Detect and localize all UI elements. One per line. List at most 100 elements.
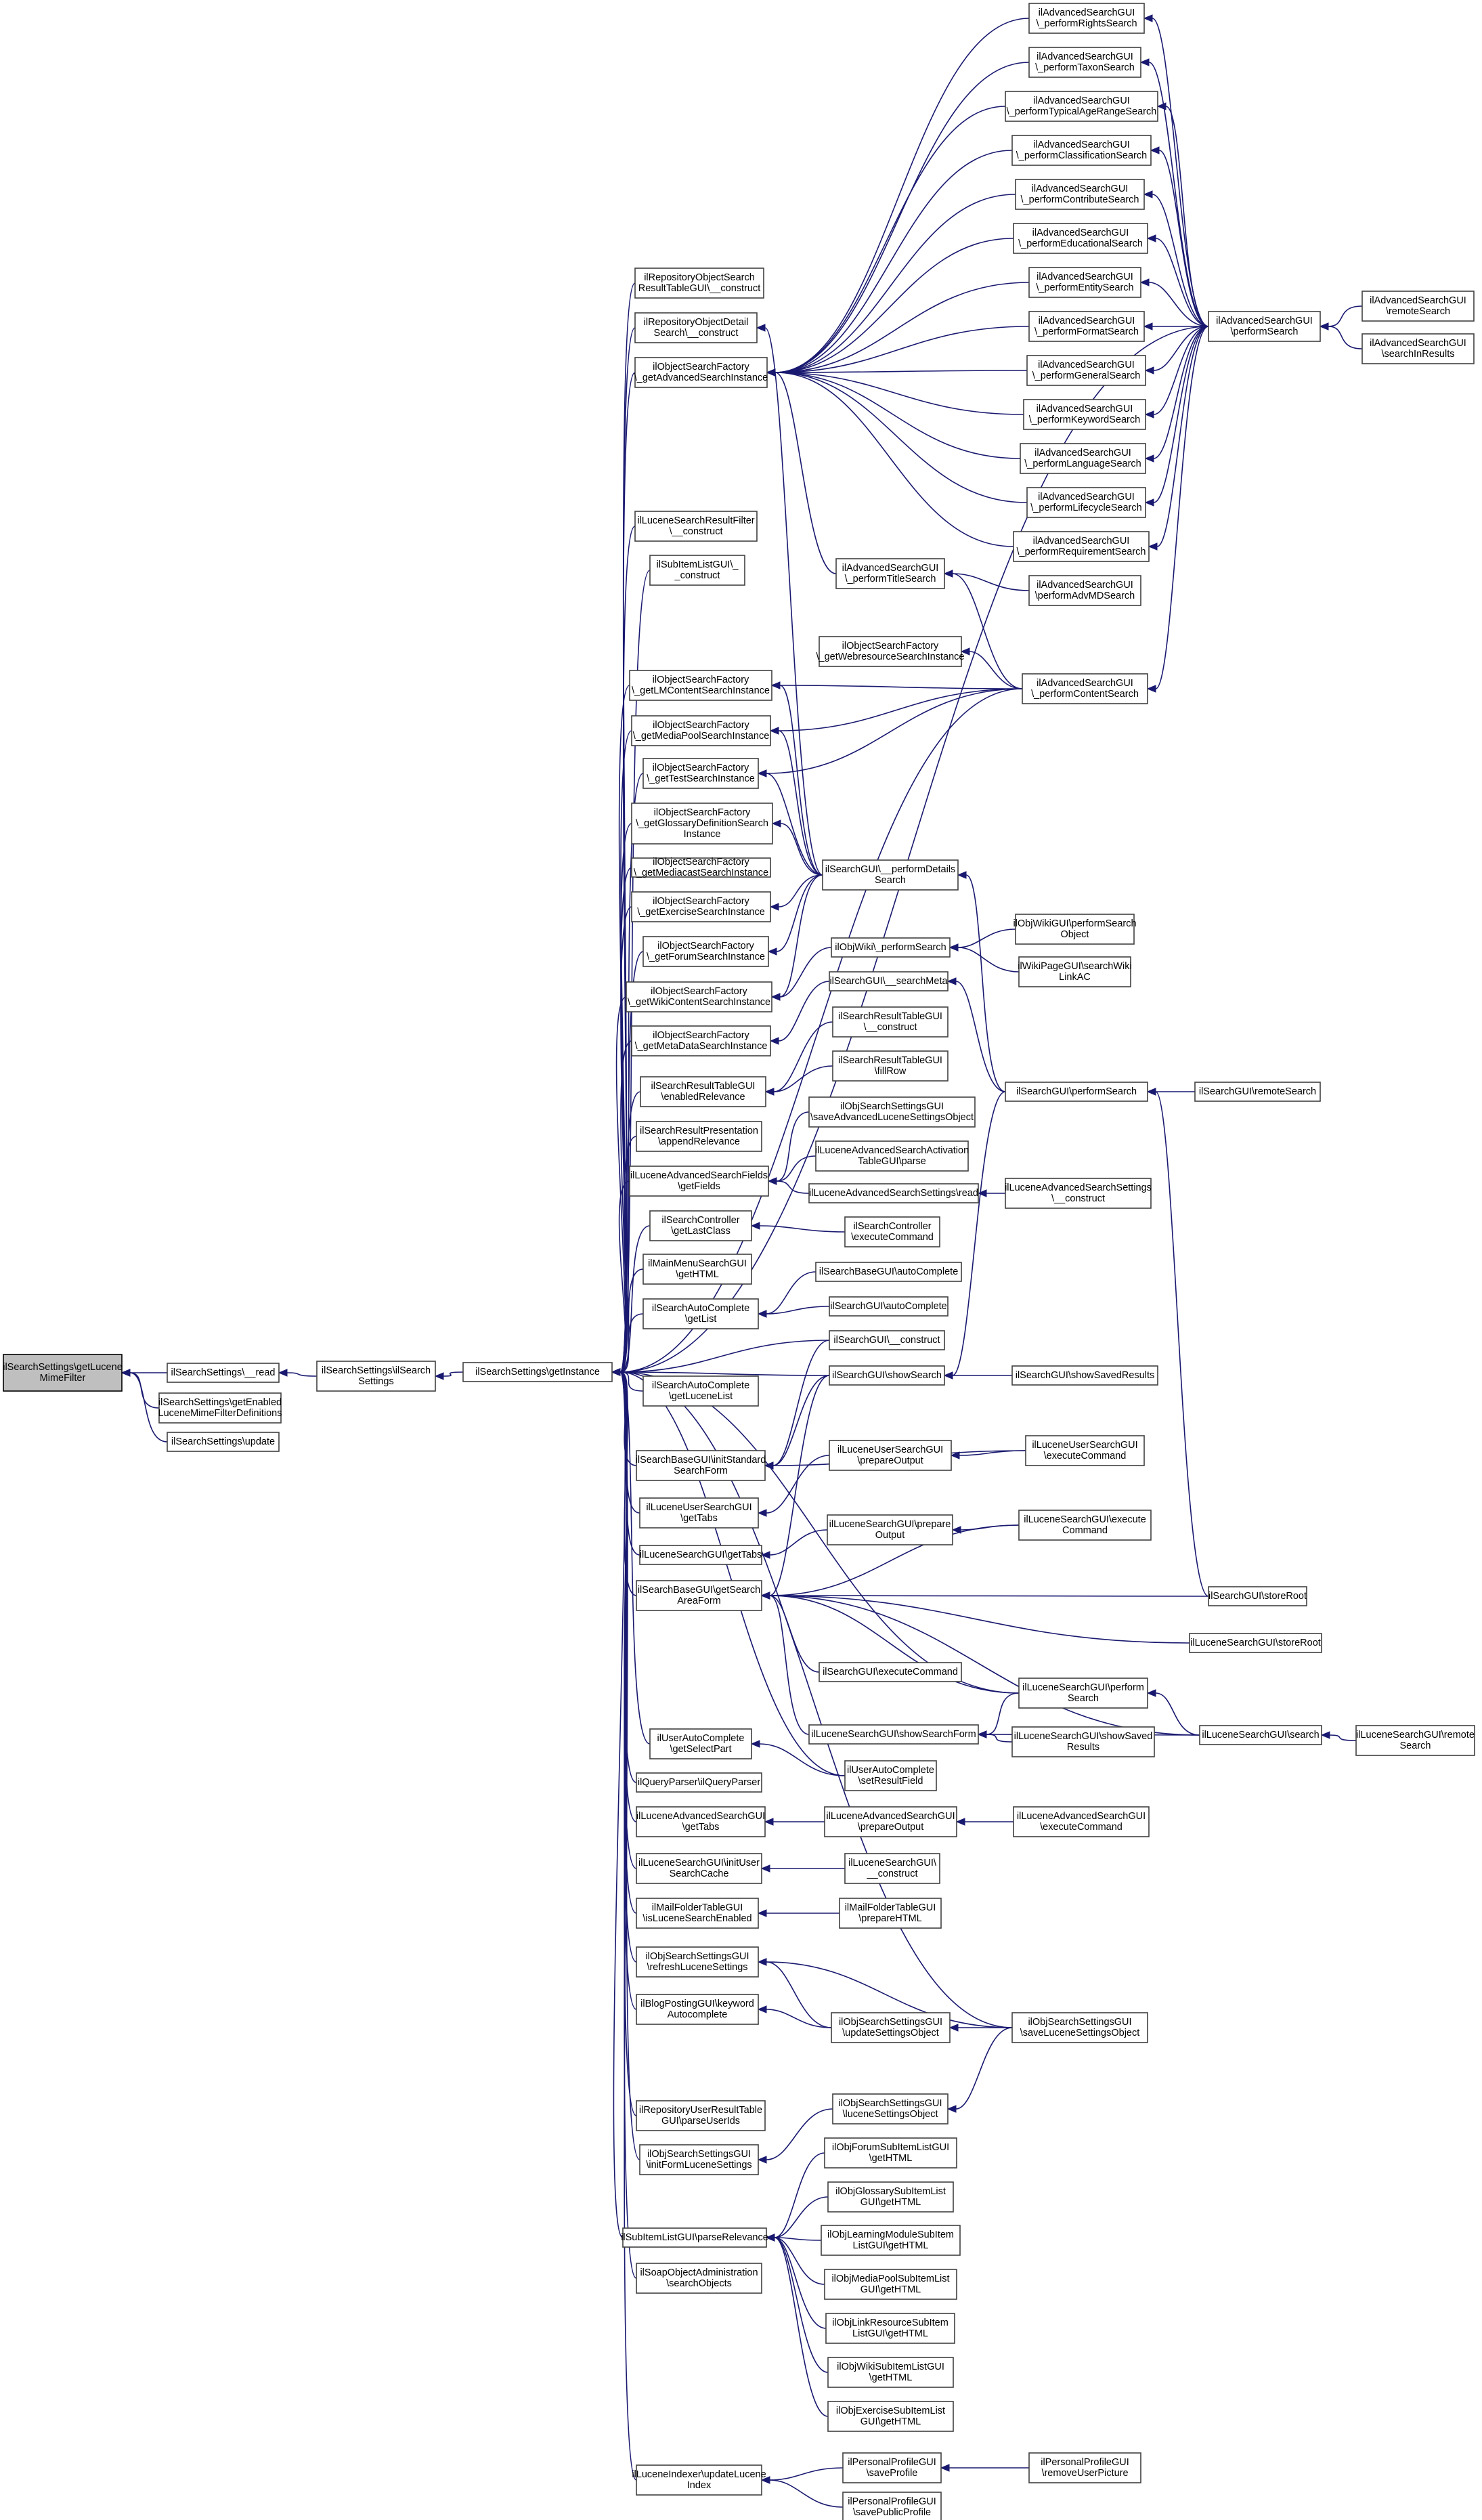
- node-ilsearchresultpresentation-appendrelevance[interactable]: ilSearchResultPresentation\appendRelevan…: [636, 1121, 762, 1152]
- node-ilrepositoryobjectsearch-resulttablegui-construct[interactable]: ilRepositoryObjectSearchResultTableGUI\_…: [634, 268, 764, 299]
- node-ilobjwikisubitemlistgui-gethtml[interactable]: ilObjWikiSubItemListGUI\getHTML: [827, 2357, 954, 2388]
- node-ilsubitemlistgui-construct[interactable]: ilSubItemListGUI\__construct: [649, 555, 745, 586]
- node-iladvancedsearchgui-performlifecyclesearch[interactable]: ilAdvancedSearchGUI\_performLifecycleSea…: [1026, 487, 1146, 518]
- node-ilrepositoryobjectdetail-search-construct[interactable]: ilRepositoryObjectDetailSearch\__constru…: [634, 312, 758, 343]
- node-ilobjectsearchfactory-getforumsearchinstance[interactable]: ilObjectSearchFactory\_getForumSearchIns…: [642, 936, 769, 967]
- node-ilsearchgui-showsearch[interactable]: ilSearchGUI\showSearch: [829, 1365, 945, 1386]
- node-ilobjlearningmodulesubitem-listgui-gethtml[interactable]: ilObjLearningModuleSubItemListGUI\getHTM…: [821, 2225, 961, 2256]
- node-illuceneusersearchgui-gettabs[interactable]: ilLuceneUserSearchGUI\getTabs: [639, 1497, 759, 1529]
- node-illuceneusersearchgui-prepareoutput[interactable]: ilLuceneUserSearchGUI\prepareOutput: [829, 1440, 952, 1471]
- node-ilmainmenusearchgui-gethtml[interactable]: ilMainMenuSearchGUI\getHTML: [642, 1254, 752, 1285]
- node-ilpersonalprofilegui-saveprofile[interactable]: ilPersonalProfileGUI\saveProfile: [842, 2452, 942, 2483]
- node-illucenesearchgui-construct[interactable]: ilLuceneSearchGUI\__construct: [844, 1853, 940, 1884]
- node-iluserautocomplete-setresultfield[interactable]: ilUserAutoComplete\setResultField: [844, 1760, 937, 1791]
- node-iladvancedsearchgui-performformatsearch[interactable]: ilAdvancedSearchGUI\_performFormatSearch: [1028, 311, 1145, 342]
- node-ilsearchresulttablegui-construct[interactable]: ilSearchResultTableGUI\__construct: [832, 1006, 949, 1038]
- node-illuceneadvancedsearchactivation-tablegui-parse[interactable]: ilLuceneAdvancedSearchActivationTableGUI…: [815, 1140, 969, 1172]
- node-iladvancedsearchgui-performrightssearch[interactable]: ilAdvancedSearchGUI\_performRightsSearch: [1028, 3, 1145, 34]
- node-ilobjectsearchfactory-getexercisesearchinstance[interactable]: ilObjectSearchFactory\_getExerciseSearch…: [631, 891, 771, 922]
- node-ilsearchsettings-read[interactable]: ilSearchSettings\__read: [167, 1363, 280, 1383]
- node-ilsearchbasegui-autocomplete[interactable]: ilSearchBaseGUI\autoComplete: [815, 1262, 962, 1282]
- node-ilsearchgui-storeroot[interactable]: ilSearchGUI\storeRoot: [1208, 1586, 1307, 1606]
- node-illuceneusersearchgui-executecommand[interactable]: ilLuceneUserSearchGUI\executeCommand: [1025, 1435, 1145, 1466]
- node-ilsearchgui-autocomplete[interactable]: ilSearchGUI\autoComplete: [829, 1296, 949, 1317]
- node-ilsearchautocomplete-getlist[interactable]: ilSearchAutoComplete\getList: [642, 1298, 759, 1329]
- node-iladvancedsearchgui-performsearch[interactable]: ilAdvancedSearchGUI\performSearch: [1208, 311, 1321, 342]
- node-ilobjsearchsettingsgui-savelucenesettingsobject[interactable]: ilObjSearchSettingsGUI\saveLuceneSetting…: [1011, 2012, 1148, 2043]
- node-iladvancedsearchgui-performrequirementsearch[interactable]: ilAdvancedSearchGUI\_performRequirementS…: [1013, 531, 1150, 562]
- node-ilsearchgui-showsavedresults[interactable]: ilSearchGUI\showSavedResults: [1011, 1365, 1158, 1386]
- node-ilobjectsearchfactory-getwikicontentsearchinstance[interactable]: ilObjectSearchFactory\_getWikiContentSea…: [626, 981, 772, 1012]
- node-ilmailfoldertablegui-preparehtml[interactable]: ilMailFolderTableGUI\prepareHTML: [839, 1898, 942, 1929]
- node-iladvancedsearchgui-performcontributesearch[interactable]: ilAdvancedSearchGUI\_performContributeSe…: [1015, 179, 1145, 210]
- node-ilsubitemlistgui-parserelevance[interactable]: ilSubItemListGUI\parseRelevance: [621, 2227, 768, 2248]
- node-ilsearchsettings-getinstance[interactable]: ilSearchSettings\getInstance: [462, 1362, 613, 1382]
- node-ilobjsearchsettingsgui-saveadvancedlucenesettingsobject[interactable]: ilObjSearchSettingsGUI\saveAdvancedLucen…: [808, 1096, 976, 1128]
- node-illuceneadvancedsearchgui-executecommand[interactable]: ilLuceneAdvancedSearchGUI\executeCommand: [1013, 1806, 1150, 1837]
- node-ilmailfoldertablegui-islucenesearchenabled[interactable]: ilMailFolderTableGUI\isLuceneSearchEnabl…: [636, 1898, 759, 1929]
- node-ilsoapobjectadministration-searchobjects[interactable]: ilSoapObjectAdministration\searchObjects: [636, 2263, 762, 2294]
- node-ilsearchgui-searchmeta[interactable]: ilSearchGUI\__searchMeta: [829, 971, 949, 991]
- node-ilsearchgui-remotesearch[interactable]: ilSearchGUI\remoteSearch: [1194, 1082, 1321, 1102]
- node-illucenesearchgui-gettabs[interactable]: ilLuceneSearchGUI\getTabs: [639, 1545, 762, 1565]
- node-illuceneadvancedsearchsettings-read[interactable]: ilLuceneAdvancedSearchSettings\read: [808, 1183, 979, 1203]
- node-illuceneadvancedsearchsettings-construct[interactable]: ilLuceneAdvancedSearchSettings\__constru…: [1005, 1178, 1152, 1209]
- node-iladvancedsearchgui-searchinresults[interactable]: ilAdvancedSearchGUI\searchInResults: [1361, 333, 1475, 364]
- node-ilobjectsearchfactory-getmediapoolsearchinstance[interactable]: ilObjectSearchFactory\_getMediaPoolSearc…: [631, 715, 771, 746]
- node-ilsearchsettings-getenabled-lucenemimefilterdefinitions[interactable]: ilSearchSettings\getEnabledLuceneMimeFil…: [158, 1392, 282, 1424]
- node-illucenesearchgui-storeroot[interactable]: ilLuceneSearchGUI\storeRoot: [1189, 1633, 1322, 1653]
- node-ilsearchgui-executecommand[interactable]: ilSearchGUI\executeCommand: [819, 1662, 962, 1682]
- node-iluserautocomplete-getselectpart[interactable]: ilUserAutoComplete\getSelectPart: [649, 1728, 752, 1759]
- node-ilobjectsearchfactory-getglossarydefinitionsearch-instance[interactable]: ilObjectSearchFactory\_getGlossaryDefini…: [631, 803, 773, 845]
- node-iladvancedsearchgui-performkeywordsearch[interactable]: ilAdvancedSearchGUI\_performKeywordSearc…: [1023, 399, 1146, 430]
- node-ilsearchcontroller-getlastclass[interactable]: ilSearchController\getLastClass: [649, 1210, 752, 1241]
- node-ilsearchgui-construct[interactable]: ilSearchGUI\__construct: [829, 1330, 945, 1350]
- node-iladvancedsearchgui-performcontentsearch[interactable]: ilAdvancedSearchGUI\_performContentSearc…: [1022, 673, 1148, 704]
- node-ilobjsearchsettingsgui-initformlucenesettings[interactable]: ilObjSearchSettingsGUI\initFormLuceneSet…: [639, 2144, 759, 2175]
- node-iladvancedsearchgui-remotesearch[interactable]: ilAdvancedSearchGUI\remoteSearch: [1361, 291, 1475, 322]
- node-ilobjsearchsettingsgui-updatesettingsobject[interactable]: ilObjSearchSettingsGUI\updateSettingsObj…: [831, 2012, 951, 2043]
- node-ilsearchsettings-update[interactable]: ilSearchSettings\update: [167, 1432, 280, 1452]
- node-illucenesearchgui-perform-search[interactable]: ilLuceneSearchGUI\performSearch: [1018, 1678, 1148, 1709]
- node-illucenesearchgui-execute-command[interactable]: ilLuceneSearchGUI\executeCommand: [1018, 1510, 1152, 1541]
- node-ilsearchsettings-ilsearch-settings[interactable]: ilSearchSettings\ilSearchSettings: [316, 1361, 436, 1392]
- node-iladvancedsearchgui-performclassificationsearch[interactable]: ilAdvancedSearchGUI\_performClassificati…: [1011, 135, 1152, 166]
- node-ilobjectsearchfactory-getmetadatasearchinstance[interactable]: ilObjectSearchFactory\_getMetaDataSearch…: [631, 1025, 771, 1056]
- node-illucenesearchresultfilter-construct[interactable]: ilLuceneSearchResultFilter\__construct: [634, 511, 758, 542]
- node-ilsearchresulttablegui-enabledrelevance[interactable]: ilSearchResultTableGUI\enabledRelevance: [640, 1076, 766, 1107]
- node-illucenesearchgui-showsaved-results[interactable]: ilLuceneSearchGUI\showSavedResults: [1011, 1726, 1155, 1757]
- node-ilobjsearchsettingsgui-refreshlucenesettings[interactable]: ilObjSearchSettingsGUI\refreshLuceneSett…: [636, 1946, 759, 1978]
- node-ilpersonalprofilegui-savepublicprofile[interactable]: ilPersonalProfileGUI\savePublicProfile: [842, 2492, 942, 2520]
- node-iladvancedsearchgui-performlanguagesearch[interactable]: ilAdvancedSearchGUI\_performLanguageSear…: [1020, 443, 1146, 474]
- node-iladvancedsearchgui-performtitlesearch[interactable]: ilAdvancedSearchGUI\_performTitleSearch: [835, 558, 945, 589]
- node-ilobjectsearchfactory-getlmcontentsearchinstance[interactable]: ilObjectSearchFactory\_getLMContentSearc…: [629, 670, 772, 701]
- node-ilqueryparser-ilqueryparser[interactable]: ilQueryParser\ilQueryParser: [636, 1772, 762, 1793]
- node-iladvancedsearchgui-performtypicalagerangesearch[interactable]: ilAdvancedSearchGUI\_performTypicalAgeRa…: [1005, 91, 1158, 122]
- node-ilobjectsearchfactory-getmediacastsearchinstance[interactable]: ilObjectSearchFactory\_getMediacastSearc…: [631, 857, 771, 878]
- node-iladvancedsearchgui-performgeneralsearch[interactable]: ilAdvancedSearchGUI\_performGeneralSearc…: [1026, 355, 1146, 386]
- node-ilobjectsearchfactory-getadvancedsearchinstance[interactable]: ilObjectSearchFactory\_getAdvancedSearch…: [634, 357, 768, 388]
- node-illucenesearchgui-search[interactable]: ilLuceneSearchGUI\search: [1199, 1725, 1322, 1745]
- node-ilsearchcontroller-executecommand[interactable]: ilSearchController\executeCommand: [844, 1216, 940, 1247]
- node-ilsearchgui-performsearch[interactable]: ilSearchGUI\performSearch: [1005, 1082, 1148, 1102]
- node-illucenesearchgui-showsearchform[interactable]: ilLuceneSearchGUI\showSearchForm: [808, 1724, 979, 1745]
- node-iladvancedsearchgui-performentitysearch[interactable]: ilAdvancedSearchGUI\_performEntitySearch: [1028, 267, 1141, 298]
- node-ilobjsearchsettingsgui-lucenesettingsobject[interactable]: ilObjSearchSettingsGUI\luceneSettingsObj…: [832, 2093, 949, 2124]
- node-ilsearchresulttablegui-fillrow[interactable]: ilSearchResultTableGUI\fillRow: [832, 1050, 949, 1082]
- node-iladvancedsearchgui-performtaxonsearch[interactable]: ilAdvancedSearchGUI\_performTaxonSearch: [1028, 47, 1141, 78]
- node-ilsearchautocomplete-getlucenelist[interactable]: ilSearchAutoComplete\getLuceneList: [642, 1375, 759, 1407]
- node-iladvancedsearchgui-performeducationalsearch[interactable]: ilAdvancedSearchGUI\_performEducationalS…: [1013, 223, 1148, 254]
- node-ilobjectsearchfactory-getwebresourcesearchinstance[interactable]: ilObjectSearchFactory\_getWebresourceSea…: [816, 636, 965, 667]
